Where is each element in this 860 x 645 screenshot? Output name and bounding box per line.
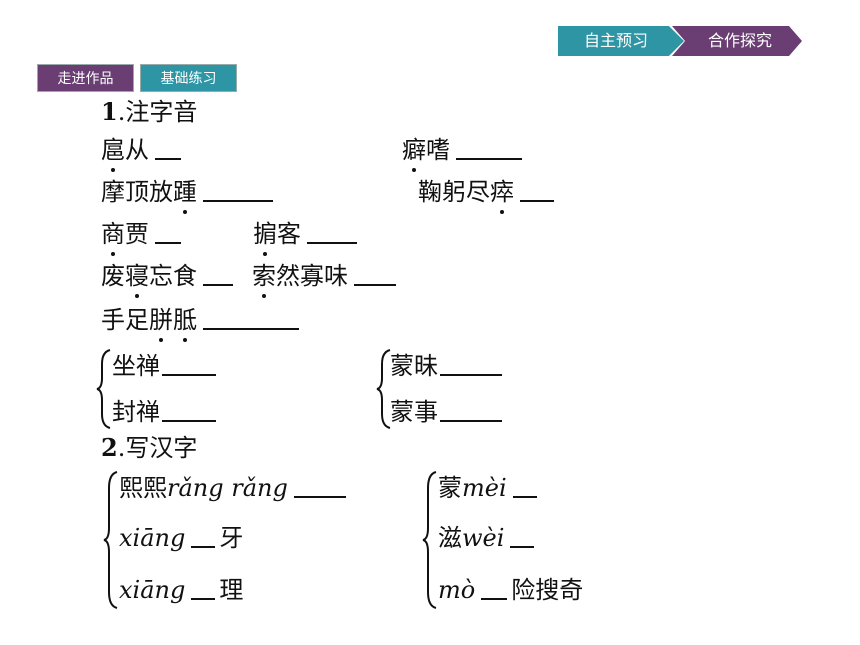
brace-left-1 <box>96 348 112 430</box>
group-right-item-2: 蒙事 <box>390 396 502 428</box>
item-text: 废 <box>101 262 125 290</box>
dotted-char: 寝 <box>125 262 149 290</box>
dotted-char: 癖 <box>402 136 426 164</box>
brace-right-2 <box>422 470 438 610</box>
item-text: 嗜 <box>426 136 450 164</box>
answer-blank[interactable] <box>520 176 554 202</box>
pinyin-item-8: 索然寡味 <box>252 260 396 292</box>
group-left-item-1: 坐禅 <box>112 350 216 382</box>
nav-tab-cooperate-label: 合作探究 <box>707 31 772 50</box>
section-tab-basics[interactable]: 基础练习 <box>140 64 237 92</box>
pinyin-item-9: 手足胼胝 <box>101 304 299 336</box>
answer-blank[interactable] <box>203 176 273 202</box>
pinyin-text: wèi <box>462 524 505 552</box>
answer-blank[interactable] <box>512 472 537 498</box>
write-item-2: xiāng 牙 <box>119 522 243 554</box>
answer-blank[interactable] <box>191 522 216 548</box>
item-text: 理 <box>219 576 244 604</box>
group-left-item-2: 封禅 <box>112 396 216 428</box>
item-text: 牙 <box>219 524 244 552</box>
answer-blank[interactable] <box>162 396 216 422</box>
nav-tab-preview[interactable]: 自主预习 <box>558 26 684 56</box>
item-text: 摩顶放 <box>101 178 173 206</box>
item-text: 手足 <box>101 306 149 334</box>
item-text: 然寡味 <box>276 262 348 290</box>
write-item-1: 熙熙rǎng rǎng <box>119 472 346 504</box>
part2-heading: 2.写汉字 <box>101 432 197 464</box>
pinyin-text: rǎng rǎng <box>167 474 288 502</box>
group-right-item-1: 蒙昧 <box>390 350 502 382</box>
item-text: 封禅 <box>112 398 160 426</box>
item-text: 滋 <box>438 524 462 552</box>
answer-blank[interactable] <box>162 350 216 376</box>
pinyin-text: xiāng <box>119 524 186 552</box>
section-tab-works[interactable]: 走进作品 <box>37 64 134 92</box>
write-item-5: 滋wèi <box>438 522 535 554</box>
item-text: 从 <box>125 136 149 164</box>
answer-blank[interactable] <box>456 134 522 160</box>
dotted-char: 胝 <box>173 306 197 334</box>
item-text: 蒙事 <box>390 398 438 426</box>
item-text: 鞠躬尽 <box>418 178 490 206</box>
dotted-char: 索 <box>252 262 276 290</box>
answer-blank[interactable] <box>203 304 299 330</box>
answer-blank[interactable] <box>293 472 346 498</box>
part2-heading-number: 2 <box>101 433 118 462</box>
write-item-3: xiāng 理 <box>119 574 243 606</box>
nav-tab-preview-label: 自主预习 <box>583 31 648 50</box>
dotted-char: 踵 <box>173 178 197 206</box>
answer-blank[interactable] <box>440 350 502 376</box>
pinyin-text: xiāng <box>119 576 186 604</box>
pinyin-item-4: 鞠躬尽瘁 <box>418 176 554 208</box>
answer-blank[interactable] <box>191 574 216 600</box>
part1-heading-text: .注字音 <box>117 98 198 126</box>
answer-blank[interactable] <box>510 522 535 548</box>
pinyin-item-1: 扈从 <box>101 134 181 166</box>
write-item-6: mò 险搜奇 <box>438 574 583 606</box>
pinyin-item-3: 摩顶放踵 <box>101 176 273 208</box>
item-text: 客 <box>277 220 301 248</box>
item-text: 坐禅 <box>112 352 160 380</box>
part2-heading-text: .写汉字 <box>117 434 198 462</box>
answer-blank[interactable] <box>354 260 396 286</box>
dotted-char: 商 <box>101 220 125 248</box>
answer-blank[interactable] <box>155 134 181 160</box>
answer-blank[interactable] <box>440 396 502 422</box>
brace-left-2 <box>103 470 119 610</box>
part1-heading-number: 1 <box>101 97 118 126</box>
answer-blank[interactable] <box>155 218 181 244</box>
dotted-char: 扈 <box>101 136 125 164</box>
answer-blank[interactable] <box>307 218 357 244</box>
write-item-4: 蒙mèi <box>438 472 537 504</box>
answer-blank[interactable] <box>203 260 233 286</box>
pinyin-item-5: 商贾 <box>101 218 181 250</box>
answer-blank[interactable] <box>481 574 508 600</box>
pinyin-item-7: 废寝忘食 <box>101 260 233 292</box>
dotted-char: 瘁 <box>490 178 514 206</box>
dotted-char: 胼 <box>149 306 173 334</box>
pinyin-text: mò <box>438 576 476 604</box>
item-text: 蒙 <box>438 474 462 502</box>
item-text: 贾 <box>125 220 149 248</box>
pinyin-item-6: 掮客 <box>253 218 357 250</box>
pinyin-item-2: 癖嗜 <box>402 134 522 166</box>
brace-right-1 <box>376 348 392 430</box>
item-text: 忘食 <box>149 262 197 290</box>
part1-heading: 1.注字音 <box>101 96 197 128</box>
nav-tab-cooperate[interactable]: 合作探究 <box>672 26 802 56</box>
dotted-char: 掮 <box>253 220 277 248</box>
item-text: 熙熙 <box>119 474 167 502</box>
pinyin-text: mèi <box>462 474 507 502</box>
item-text: 蒙昧 <box>390 352 438 380</box>
item-text: 险搜奇 <box>511 576 584 604</box>
